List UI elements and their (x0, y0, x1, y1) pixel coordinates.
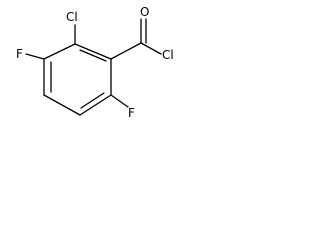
atom-oxygen: O (140, 5, 149, 19)
bond-ring-to-fluorine-bottom (110, 94, 129, 108)
bond-ring-to-fluorine-left (25, 53, 45, 60)
atom-fluorine-bottom: F (128, 106, 135, 120)
bond-carbonyl-to-chlorine (140, 42, 162, 55)
ring-bond-top-left (43, 43, 76, 60)
benzene-ring (43, 43, 112, 116)
bond-ring-to-carbonyl (110, 42, 142, 60)
ring-bond-bottom-right (79, 94, 112, 116)
structure-diagram: O Cl Cl F F (16, 5, 174, 120)
ring-bond-bottom-left (43, 94, 81, 116)
ring-bond-top (74, 43, 112, 60)
atom-fluorine-left: F (16, 47, 23, 61)
ring-bond-bottom-right-inner (80, 92, 105, 109)
atom-chlorine-acyl: Cl (162, 48, 174, 62)
atom-chlorine-ring: Cl (66, 10, 78, 24)
ring-bond-top-inner (79, 49, 107, 62)
